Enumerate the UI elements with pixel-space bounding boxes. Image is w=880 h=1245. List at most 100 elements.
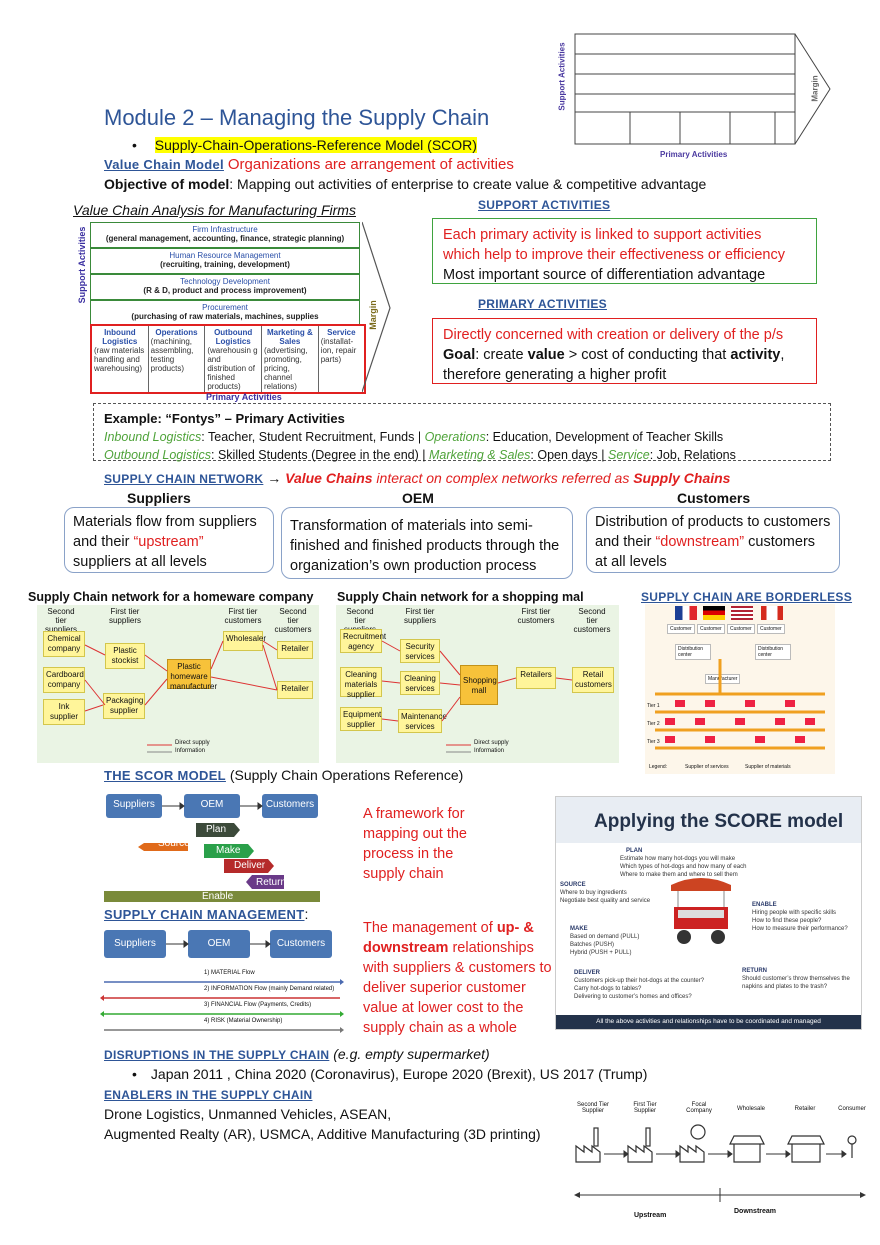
scm-customers-box: Customers	[270, 930, 332, 958]
value-chain-line: Value Chain Model Organizations are arra…	[104, 156, 514, 173]
value-chain-heading: Value Chain Model	[104, 157, 224, 172]
node-security: Security services	[400, 639, 440, 663]
scor-bullet: • Supply-Chain-Operations-Reference Mode…	[132, 137, 477, 153]
applying-plan: PLAN Estimate how many hot-dogs you will…	[620, 848, 747, 878]
applying-enable: ENABLE Hiring people with specific skill…	[752, 902, 848, 932]
support-rows: Firm Infrastructure (general management,…	[90, 222, 360, 326]
homeware-title: Supply Chain network for a homeware comp…	[28, 590, 314, 604]
flag-fr	[675, 606, 697, 620]
mini-margin-label: Margin	[810, 75, 820, 102]
network-line: Supply chain network → Value Chains inte…	[104, 470, 731, 486]
primary-col: Outbound Logistics (warehousin g and dis…	[205, 326, 263, 392]
support-activities-label: Support Activities	[77, 226, 87, 304]
scor-make: Make	[216, 845, 241, 856]
applying-make: MAKE Based on demand (PULL) Batches (PUS…	[570, 926, 640, 956]
applying-source: SOURCE Where to buy ingredients Negotiat…	[560, 882, 651, 904]
enablers-line-2: Augmented Realty (AR), USMCA, Additive M…	[104, 1126, 541, 1142]
enablers-heading: Enablers in the Supply Chain	[104, 1088, 313, 1102]
oem-box: Transformation of materials into semi-fi…	[281, 507, 573, 579]
primary-line-1: Directly concerned with creation or deli…	[443, 327, 784, 343]
node-retailer-1: Retailer	[277, 641, 313, 659]
col-customers-label: Customers	[677, 490, 751, 506]
col-suppliers-label: Suppliers	[127, 490, 191, 506]
applying-deliver: DELIVER Customers pick-up their hot-dogs…	[574, 970, 705, 1000]
support-row: Procurement (purchasing of raw materials…	[90, 300, 360, 326]
node-wholesaler: Wholesaler	[223, 631, 266, 651]
scor-description: A framework for mapping out the process …	[363, 806, 467, 882]
mini-primary-label: Primary Activities	[660, 150, 728, 159]
scor-enable: Enable	[202, 891, 234, 902]
primary-goal-line: Goal: create value > cost of conducting …	[443, 347, 785, 363]
node-cleaning-services: Cleaning services	[400, 671, 440, 695]
enablers-line-1: Drone Logistics, Unmanned Vehicles, ASEA…	[104, 1106, 392, 1122]
support-line-2: which help to improve their effectivenes…	[443, 247, 785, 263]
node-retailer-2: Retailer	[277, 681, 313, 699]
node-cleaning-materials: Cleaning materials supplier	[340, 667, 382, 699]
stream-icons	[574, 1124, 866, 1202]
node-maintenance: Maintenance services	[398, 709, 447, 733]
mini-support-label: Support Activities	[557, 42, 567, 111]
mall-title: Supply Chain network for a shopping mal	[337, 590, 584, 604]
bullet-dot: •	[132, 137, 137, 153]
primary-col: Inbound Logistics (raw materials handlin…	[92, 326, 149, 392]
objective-text: : Mapping out activities of enterprise t…	[229, 176, 707, 192]
scor-heading-line: The SCOR Model (Supply Chain Operations …	[104, 767, 464, 783]
applying-title: Applying the SCORE model	[594, 811, 844, 832]
example-title: Example: “Fontys” – Primary Activities	[104, 411, 345, 426]
scor-arrows	[104, 802, 320, 902]
support-row: Technology Development (R & D, product a…	[90, 274, 360, 300]
customers-box: Distribution of products to customers an…	[586, 507, 840, 573]
arrow-glyph: →	[267, 470, 282, 486]
flag-de	[703, 606, 725, 620]
flag-ca	[761, 606, 783, 620]
node-packaging: Packaging supplier	[103, 693, 145, 719]
homeware-network-figure: Second tier suppliers First tier supplie…	[37, 605, 319, 763]
support-activities-heading: Support activities	[478, 198, 611, 212]
stream-figure: Second Tier Supplier First Tier Supplier…	[570, 1100, 870, 1225]
primary-columns: Inbound Logistics (raw materials handlin…	[90, 324, 366, 394]
scor-diagram: Suppliers OEM Customers Plan Source Make…	[104, 790, 324, 902]
mall-network-figure: Second tier suppliers First tier supplie…	[336, 605, 619, 763]
scor-plan: Plan	[206, 824, 227, 835]
node-recruitment: Recruitment agency	[340, 629, 386, 653]
node-manufacturer: Plastic homeware manufacturer	[167, 659, 217, 691]
value-chain-heading-text: Organizations are arrangement of activit…	[227, 156, 514, 173]
margin-label: Margin	[367, 300, 378, 330]
objective-label: Objective of model	[104, 176, 230, 192]
applying-footer: All the above activities and relationshi…	[556, 1015, 861, 1029]
scor-oem-box: OEM	[184, 794, 240, 818]
flag-us	[731, 606, 753, 620]
support-line-1: Each primary activity is linked to suppo…	[443, 227, 762, 243]
primary-col: Operations (machining, assembling, testi…	[149, 326, 206, 392]
borderless-title: Supply Chain are borderless	[641, 590, 853, 604]
primary-col: Marketing & Sales (advertising, promotin…	[262, 326, 319, 392]
primary-activities-box: Directly concerned with creation or deli…	[432, 318, 817, 384]
scor-source: Source	[158, 838, 190, 849]
scor-bullet-text: Supply-Chain-Operations-Reference Model …	[154, 137, 477, 153]
node-retailers: Retailers	[516, 667, 556, 689]
support-row: Human Resource Management (recruiting, t…	[90, 248, 360, 274]
node-chemical: Chemical company	[43, 631, 85, 657]
disruptions-bullet: •Japan 2011 , China 2020 (Coronavirus), …	[132, 1066, 648, 1082]
support-row: Firm Infrastructure (general management,…	[90, 222, 360, 248]
primary-line-3: therefore generating a higher profit	[443, 367, 667, 383]
primary-col: Service (installat- ion, repair parts)	[320, 328, 357, 364]
borderless-tree	[655, 659, 825, 750]
node-retail-customers: Retail customers	[572, 667, 614, 693]
disruptions-line: Disruptions in the supply chain (e.g. em…	[104, 1046, 490, 1062]
node-equipment: Equipment supplier	[340, 707, 382, 731]
value-chain-figure: Support Activities Firm Infrastructure (…	[74, 220, 394, 402]
scm-flow-arrows	[100, 940, 344, 1033]
example-row-1: Inbound Logistics: Teacher, Student Recr…	[104, 430, 724, 444]
example-box: Example: “Fontys” – Primary Activities I…	[93, 403, 831, 462]
col-oem-label: OEM	[402, 490, 434, 506]
borderless-figure: Customer Customer Customer Customer Dist…	[645, 604, 835, 774]
scor-deliver: Deliver	[234, 860, 266, 871]
margin-arrow-svg	[362, 221, 391, 393]
hotdog-cart	[666, 877, 736, 947]
scor-suppliers-box: Suppliers	[106, 794, 162, 818]
downstream-label: Downstream	[734, 1208, 777, 1215]
value-chain-mini-svg	[574, 33, 831, 145]
scm-suppliers-box: Suppliers	[104, 930, 166, 958]
node-ink: Ink supplier	[43, 699, 85, 725]
